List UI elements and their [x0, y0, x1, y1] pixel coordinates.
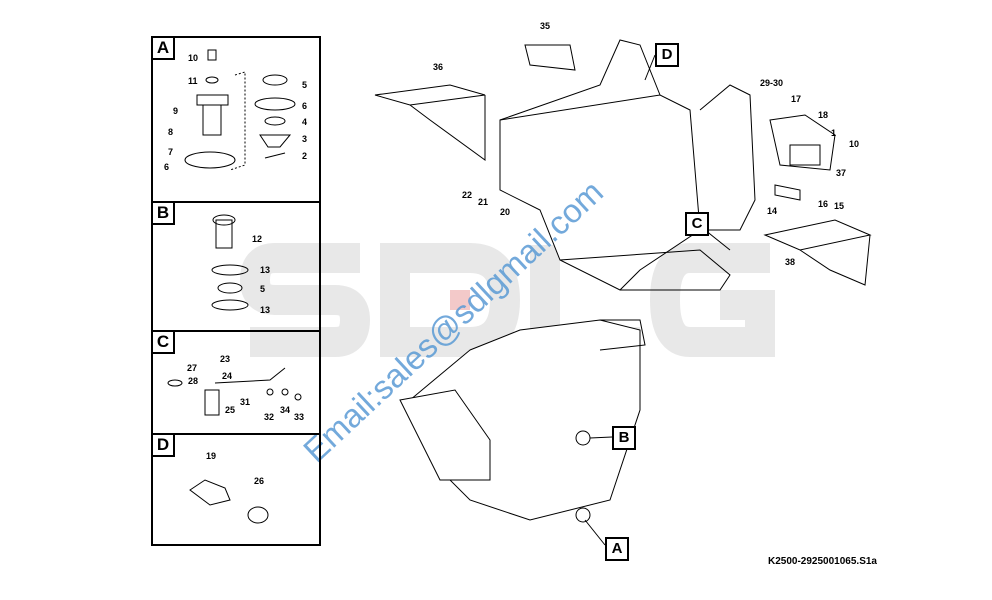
callout: 1 [831, 128, 837, 138]
detail-tag-b: B [612, 426, 636, 450]
drawing-code: K2500-2925001065.S1a [768, 556, 877, 567]
detail-tag-a: A [605, 537, 629, 561]
callout: 18 [818, 110, 829, 120]
callout: 13 [260, 305, 271, 315]
callout: 17 [791, 94, 802, 104]
callout: 24 [222, 371, 233, 381]
callout: 25 [225, 405, 236, 415]
callout: 2 [302, 151, 308, 161]
callout: 21 [478, 197, 489, 207]
callout: 15 [834, 201, 845, 211]
callout: 23 [220, 354, 231, 364]
callout: 7 [168, 147, 174, 157]
panel-tag: C [153, 332, 175, 354]
callout: 6 [302, 101, 308, 111]
callout: 10 [849, 139, 860, 149]
panel-tag: D [153, 435, 175, 457]
callout: 34 [280, 405, 291, 415]
panel-tag: A [153, 38, 175, 60]
callout: 19 [206, 451, 217, 461]
callout: 35 [540, 21, 551, 31]
callout: 32 [264, 412, 275, 422]
callout: 3 [302, 134, 308, 144]
callout: 8 [168, 127, 174, 137]
detail-panel-a: A [151, 36, 321, 203]
detail-tag-c: C [685, 212, 709, 236]
detail-tag-d: D [655, 43, 679, 67]
callout: 14 [767, 206, 778, 216]
detail-panel-b: B [151, 201, 321, 332]
callout: 36 [433, 62, 444, 72]
callout: 11 [188, 76, 198, 86]
callout: 26 [254, 476, 265, 486]
detail-panel-d: D [151, 433, 321, 546]
callout: 20 [500, 207, 511, 217]
callout: 12 [252, 234, 263, 244]
panel-tag: B [153, 203, 175, 225]
callout: 38 [785, 257, 796, 267]
callout: 27 [187, 363, 198, 373]
callout: 4 [302, 117, 308, 127]
callout: 16 [818, 199, 829, 209]
callout: 29-30 [760, 78, 784, 88]
callout: 6 [164, 162, 170, 172]
callout: 31 [240, 397, 251, 407]
callout: 9 [173, 106, 179, 116]
callout: 37 [836, 168, 847, 178]
callout: 28 [188, 376, 199, 386]
callout: 5 [260, 284, 266, 294]
callout: 10 [188, 53, 199, 63]
callout: 5 [302, 80, 308, 90]
callout: 22 [462, 190, 473, 200]
callout: 33 [294, 412, 305, 422]
callout: 13 [260, 265, 271, 275]
